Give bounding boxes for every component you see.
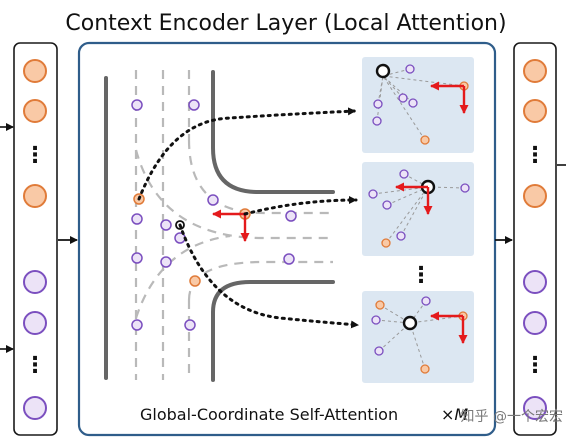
input-agent-node [23, 184, 47, 208]
input-token-column: ⋮ ⋮ [13, 42, 58, 436]
panel-background [362, 291, 474, 383]
output-map-node [523, 396, 547, 420]
attention-edge [382, 75, 426, 141]
attention-edge [378, 322, 411, 352]
panel-ellipsis: ⋮ [410, 263, 432, 288]
attention-edge [382, 68, 411, 77]
map-node [398, 93, 408, 103]
agent-node [375, 300, 385, 310]
map-node [372, 116, 382, 126]
local-attention-panel [362, 162, 474, 256]
map-node [373, 99, 383, 109]
output-agent-ellipsis: ⋮ [524, 143, 546, 168]
output-token-column: ⋮ ⋮ [513, 42, 557, 436]
map-node [131, 252, 143, 264]
map-node [399, 169, 409, 179]
map-node [207, 194, 219, 206]
panel-background [362, 57, 474, 153]
map-node [374, 346, 384, 356]
map-node [131, 319, 143, 331]
agent-node [420, 364, 430, 374]
input-map-ellipsis: ⋮ [24, 353, 46, 378]
output-agent-node [523, 99, 547, 123]
map-node [368, 189, 378, 199]
output-agent-node [523, 59, 547, 83]
map-node [405, 64, 415, 74]
map-node [408, 98, 418, 108]
watermark: 知乎 @一个宏宏 [461, 408, 563, 425]
input-map-node [23, 311, 47, 335]
attention-edge [382, 75, 465, 87]
link-to-panel-top [137, 107, 357, 201]
map-node [460, 183, 470, 193]
output-agent-node [523, 184, 547, 208]
attention-edge [382, 75, 404, 99]
map-node [160, 256, 172, 268]
lane-divider-curve [187, 260, 333, 301]
map-node [285, 210, 297, 222]
attention-edge [377, 75, 384, 105]
input-agent-ellipsis: ⋮ [24, 143, 46, 168]
road-scene [104, 70, 335, 382]
lane-divider-curve [187, 139, 333, 215]
agent-node [189, 275, 201, 287]
input-column-frame [13, 42, 58, 436]
attention-caption: Global-Coordinate Self-Attention [140, 405, 398, 424]
attention-edge [386, 186, 429, 206]
input-map-node [23, 270, 47, 294]
lane-divider-curve [134, 149, 333, 240]
map-node [188, 99, 200, 111]
panel-background [362, 162, 474, 256]
output-map-node [523, 270, 547, 294]
repeat-label: ×M [441, 405, 468, 424]
agent-node [381, 238, 391, 248]
link-to-panel-bottom [178, 223, 360, 329]
input-map-node [23, 396, 47, 420]
output-column-frame [513, 42, 557, 436]
map-node [184, 319, 196, 331]
attention-edge [409, 322, 426, 370]
link-to-panel-middle [243, 196, 358, 216]
input-agent-node [23, 59, 47, 83]
local-attention-panel [362, 291, 474, 383]
attention-edge [409, 300, 427, 324]
input-agent-node [23, 99, 47, 123]
map-node [382, 200, 392, 210]
diagram-title: Context Encoder Layer (Local Attention) [65, 11, 506, 36]
map-node [421, 296, 431, 306]
map-node [131, 213, 143, 225]
road-boundary-upper-right [211, 70, 335, 194]
map-node [371, 315, 381, 325]
query-node [402, 315, 418, 331]
attention-edge [376, 75, 384, 122]
attention-edge [382, 75, 414, 104]
map-node [283, 253, 295, 265]
map-node [131, 99, 143, 111]
attention-edge [403, 173, 429, 188]
local-attention-panel [362, 57, 474, 153]
map-node [160, 219, 172, 231]
output-map-node [523, 311, 547, 335]
output-map-ellipsis: ⋮ [524, 353, 546, 378]
query-node [375, 63, 391, 79]
road-boundary-lower-right [211, 280, 335, 382]
map-node [396, 231, 406, 241]
agent-node [420, 135, 430, 145]
